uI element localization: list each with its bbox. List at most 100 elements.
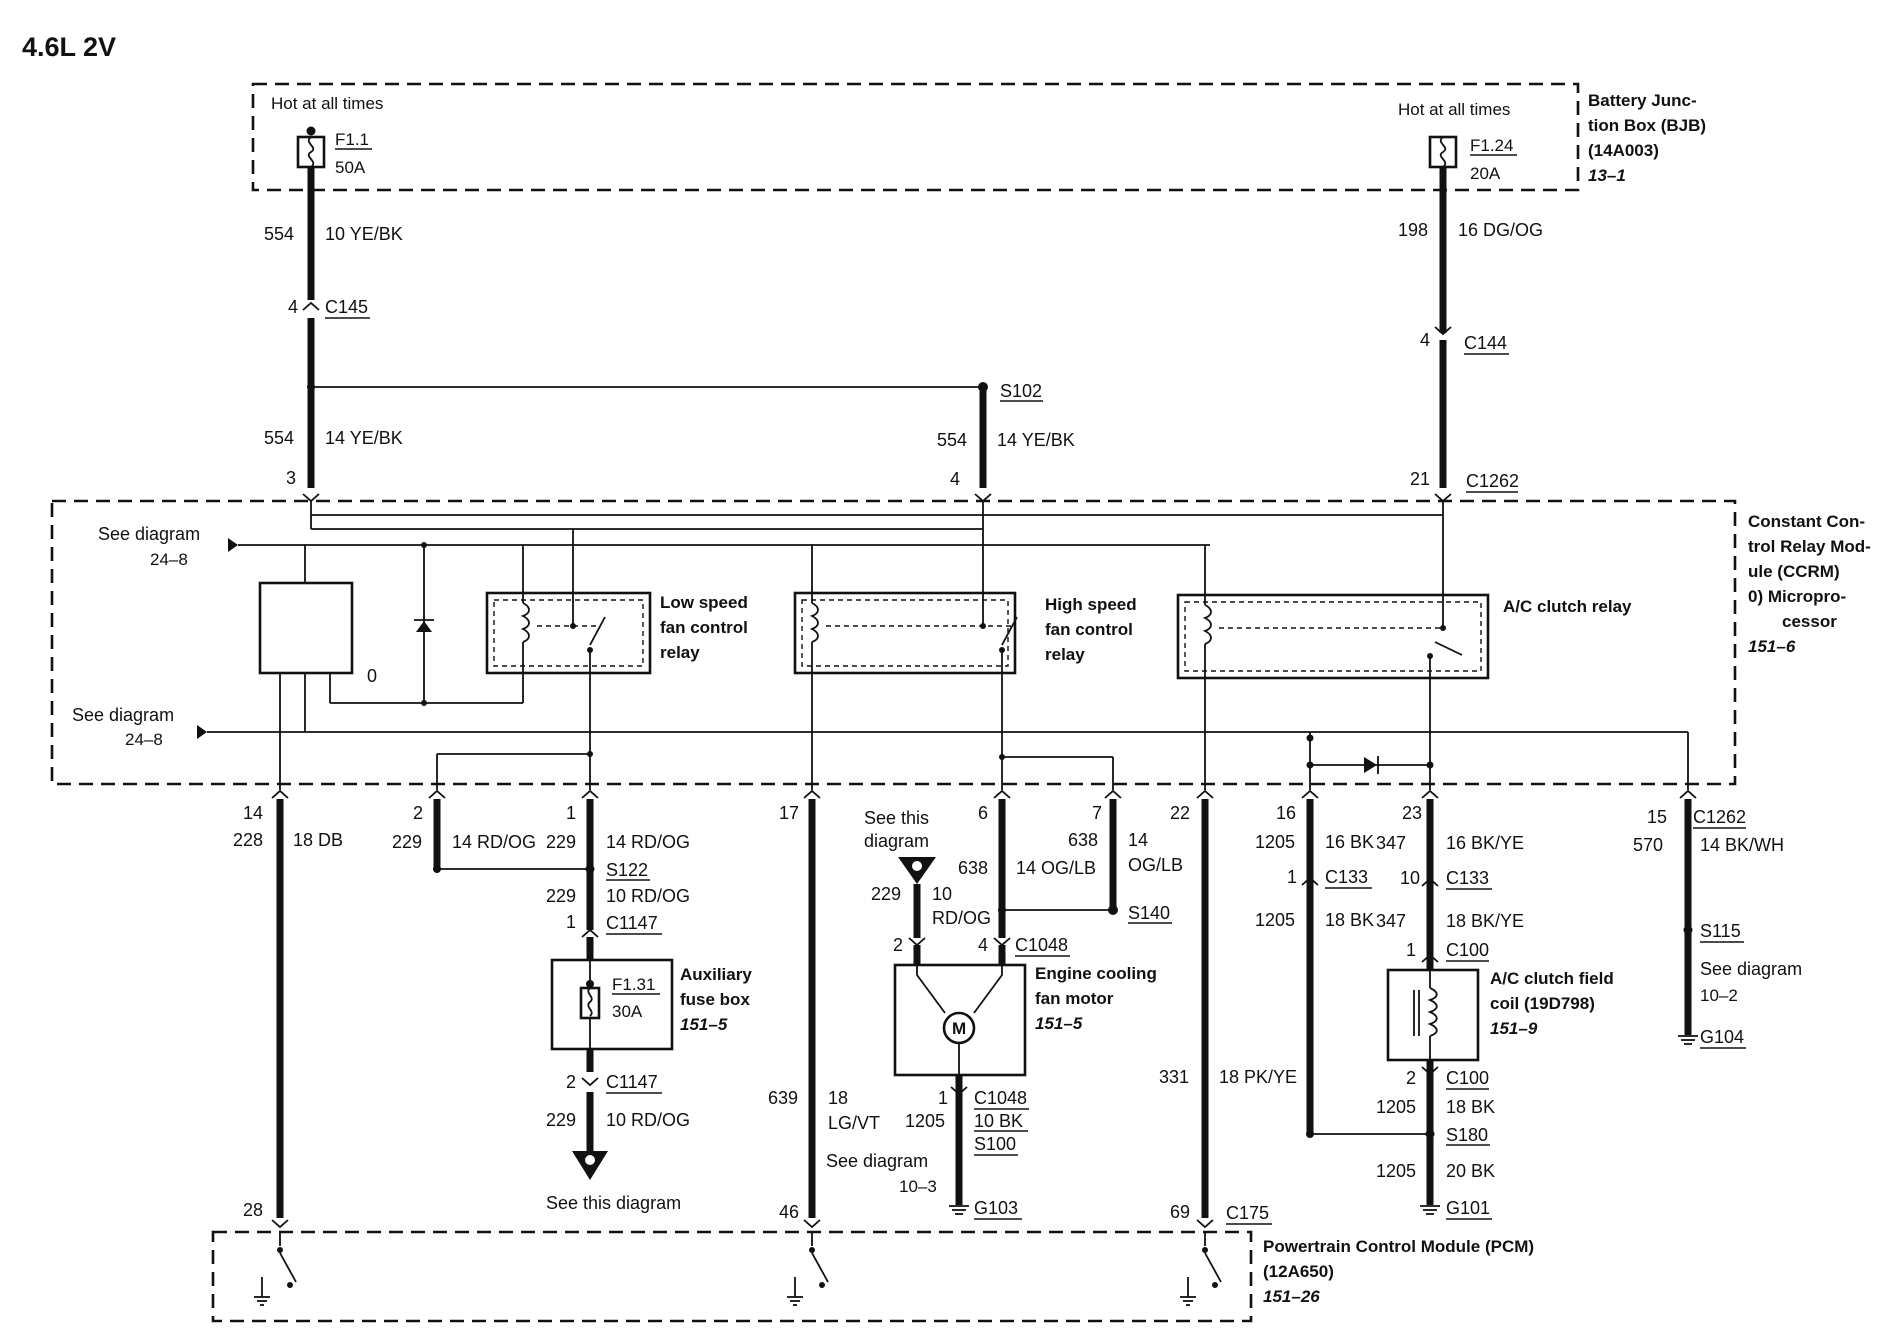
c1048a-conn: C1048 <box>1015 935 1068 955</box>
relay-low-label-1: Low speed <box>660 593 748 612</box>
aux-fuse-ref: 151–5 <box>680 1015 728 1034</box>
s102-left-dot <box>307 383 315 391</box>
s102-label: S102 <box>1000 381 1042 401</box>
pcm-sw1-blade <box>279 1252 297 1283</box>
pcm-module: 28 46 69 C175 <box>211 1200 1534 1323</box>
s180-label: S180 <box>1446 1125 1488 1145</box>
w638a-gauge: 14 OG/LB <box>1016 858 1096 878</box>
ccrm-branch-229-dot <box>587 751 593 757</box>
relay-low-switch <box>589 616 606 646</box>
pcm-chev-69 <box>1196 1219 1214 1229</box>
c133a-chevron <box>1301 876 1319 886</box>
pcm-switch-3 <box>1180 1232 1222 1306</box>
chev-2 <box>428 789 446 799</box>
aux-fuse-name-1: Auxiliary <box>680 965 752 984</box>
s140-label: S140 <box>1128 903 1170 923</box>
c133b-chevron <box>1421 877 1439 887</box>
w1205c-gauge: 18 BK <box>1446 1097 1495 1117</box>
bjb-name-2: tion Box (BJB) <box>1588 116 1706 135</box>
w1205d-gauge: 20 BK <box>1446 1161 1495 1181</box>
c144-pin: 4 <box>1420 330 1430 350</box>
w331-gauge: 18 PK/YE <box>1219 1067 1297 1087</box>
relay-high-label-3: relay <box>1045 645 1085 664</box>
bjb-name-1: Battery Junc- <box>1588 91 1697 110</box>
ccrm-name-2: trol Relay Mod- <box>1748 537 1871 556</box>
chev-1 <box>581 789 599 799</box>
g103-label: G103 <box>974 1198 1018 1218</box>
c144-conn: C144 <box>1464 333 1507 353</box>
c133b-conn: C133 <box>1446 868 1489 888</box>
bjb-outline <box>251 82 1580 192</box>
relay-high-box <box>793 591 1017 675</box>
s122-dot <box>585 864 595 874</box>
w1205b-gauge: 18 BK <box>1325 910 1374 930</box>
pcm-switch-2 <box>787 1232 829 1306</box>
w1205a-circuit: 1205 <box>1255 832 1295 852</box>
pcm-sw2-blade <box>811 1252 829 1283</box>
g104-label: G104 <box>1700 1027 1744 1047</box>
w639-circuit: 639 <box>768 1088 798 1108</box>
c1048a-chev-left <box>908 937 926 947</box>
see-diag-103-ref: 10–3 <box>899 1177 937 1196</box>
w347b-circuit: 347 <box>1376 911 1406 931</box>
ccrm-branch-638-dot <box>999 754 1005 760</box>
c100a-pin: 1 <box>1406 940 1416 960</box>
relay-high-coil <box>809 602 819 643</box>
clutch-ref: 151–9 <box>1490 1019 1538 1038</box>
w1205-motor-gauge: 10 BK <box>974 1111 1023 1131</box>
g101-label: G101 <box>1446 1198 1490 1218</box>
see-this-mid-1: See this <box>864 808 929 828</box>
chev-15 <box>1679 789 1697 799</box>
w347a-circuit: 347 <box>1376 833 1406 853</box>
w1205a-gauge: 16 BK <box>1325 832 1374 852</box>
w229a-circuit: 229 <box>392 832 422 852</box>
pcm-conn: C175 <box>1226 1203 1269 1223</box>
c145-pin: 4 <box>288 297 298 317</box>
pcm-chev-28 <box>271 1219 289 1229</box>
s140-dot <box>1108 905 1118 915</box>
see-diagram-1-text: See diagram <box>98 524 200 544</box>
c1048a-pin-right: 4 <box>978 935 988 955</box>
pcm-pin-46: 46 <box>779 1202 799 1222</box>
chev-17 <box>803 789 821 799</box>
chev-6 <box>993 789 1011 799</box>
w347a-gauge: 16 BK/YE <box>1446 833 1524 853</box>
w331-circuit: 331 <box>1159 1067 1189 1087</box>
w229b-circuit: 229 <box>546 832 576 852</box>
w570-circuit: 570 <box>1633 835 1663 855</box>
aux-fuse-id: F1.31 <box>612 975 655 994</box>
pin-7: 7 <box>1092 803 1102 823</box>
w229b-gauge: 14 RD/OG <box>606 832 690 852</box>
pcm-ref: 151–26 <box>1263 1287 1320 1306</box>
aux-fuse-terminal <box>586 980 594 988</box>
see-this-mid-2: diagram <box>864 831 929 851</box>
w554b-circuit: 554 <box>264 428 294 448</box>
relay-ac-switch <box>1434 641 1463 656</box>
w638b-circuit: 638 <box>1068 830 1098 850</box>
page-ref-bottom-arrow <box>572 1151 608 1180</box>
c1262-top-pin: 21 <box>1410 469 1430 489</box>
w554a-circuit: 554 <box>264 224 294 244</box>
c145-chevron <box>302 301 320 311</box>
pcm-sw2-top <box>809 1247 815 1253</box>
s115-dot <box>1683 925 1693 935</box>
chev-16 <box>1301 789 1319 799</box>
ccrm-name-1: Constant Con- <box>1748 512 1865 531</box>
c1147b-chevron <box>581 1077 599 1087</box>
pin-3: 3 <box>286 468 296 488</box>
relay-low-box <box>485 591 652 675</box>
pin-2: 2 <box>413 803 423 823</box>
ccrm-module: Constant Con- trol Relay Mod- ule (CCRM)… <box>50 499 1871 790</box>
w554c-circuit: 554 <box>937 430 967 450</box>
pin-1: 1 <box>566 803 576 823</box>
relay-ac-coil <box>1202 604 1212 645</box>
aux-fuse-link <box>587 987 593 1017</box>
motor-name-1: Engine cooling <box>1035 964 1157 983</box>
pin-16: 16 <box>1276 803 1296 823</box>
relay-low-label-3: relay <box>660 643 700 662</box>
c1262-top-conn: C1262 <box>1466 471 1519 491</box>
c1048b-conn: C1048 <box>974 1088 1027 1108</box>
w229a-gauge: 14 RD/OG <box>452 832 536 852</box>
w570-gauge: 14 BK/WH <box>1700 835 1784 855</box>
